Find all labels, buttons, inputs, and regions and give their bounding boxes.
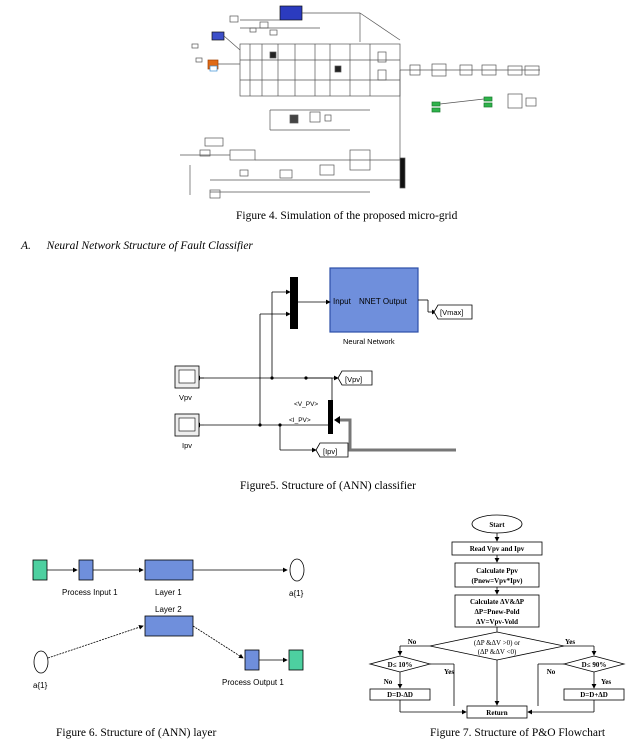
output-port-a1-label: a{1}	[289, 589, 304, 598]
bus-selector	[328, 400, 333, 434]
flow-right-decision-label: D≤ 90%	[582, 661, 607, 669]
section-heading: A. Neural Network Structure of Fault Cla…	[21, 240, 253, 252]
flow-left-action-label: D=D-ΔD	[387, 691, 413, 699]
ipv-goto-tag	[315, 442, 349, 458]
figure-7-po-flowchart: Start Read Vpv and Ipv Calculate Ppv (Pn…	[368, 514, 626, 719]
vpv-tag-label: [Vpv]	[345, 375, 362, 384]
process-input-label: Process Input 1	[62, 588, 118, 597]
ipv-tag-label: [Ipv]	[323, 447, 337, 456]
flow-calc-ppv-box	[454, 562, 540, 588]
flow-return-box	[466, 705, 528, 719]
figure-5-ann-classifier: Input NNET Output Neural Network [Vmax] …	[174, 267, 473, 458]
flow-calc-delta-title: Calculate ΔV&ΔP	[470, 598, 525, 606]
flow-calc-ppv-title: Calculate Ppv	[476, 567, 518, 575]
figure-4-simulation-diagram	[180, 5, 540, 199]
figure-6-ann-layer: Process Input 1 Layer 1 a{1} Layer 2 a{1…	[32, 558, 305, 690]
section-title: Neural Network Structure of Fault Classi…	[46, 240, 253, 252]
nn-input-port: Input	[333, 297, 352, 306]
vmax-goto-tag	[433, 304, 473, 320]
flow-calc-ppv-formula: (Pnew=Vpv*Ipv)	[471, 577, 523, 585]
process-input-block[interactable]	[78, 559, 94, 581]
layer-1-block[interactable]	[144, 559, 194, 581]
process-output-block[interactable]	[244, 649, 260, 671]
process-output-label: Process Output 1	[222, 678, 284, 687]
vmax-tag-label: [Vmax]	[440, 308, 463, 317]
flow-right-no: No	[547, 668, 556, 676]
flow-right-yes: Yes	[601, 678, 611, 686]
figure-6-caption: Figure 6. Structure of (ANN) layer	[56, 727, 217, 739]
flow-left-no: No	[384, 678, 393, 686]
vpv-scope-label: Vpv	[179, 393, 192, 402]
flow-right-action-label: D=D+ΔD	[580, 691, 608, 699]
flow-start-label: Start	[489, 521, 505, 529]
input-block[interactable]	[32, 559, 48, 581]
flow-main-yes: Yes	[565, 638, 575, 646]
flow-main-decision-line1: (ΔP &ΔV >0) or	[474, 639, 521, 647]
layer-2-block[interactable]	[144, 615, 194, 637]
flow-left-decision-label: D≤ 10%	[388, 661, 413, 669]
flow-main-no: No	[408, 638, 417, 646]
bus-signal-i: <I_PV>	[289, 417, 311, 424]
output-port-a1[interactable]	[289, 558, 305, 582]
flow-calc-delta-box	[454, 594, 540, 628]
nn-block-name: Neural Network	[343, 337, 395, 346]
figure-5-caption: Figure5. Structure of (ANN) classifier	[240, 480, 416, 492]
ipv-scope-label: Ipv	[182, 441, 192, 450]
output-block[interactable]	[288, 649, 304, 671]
mux-block-top	[290, 277, 298, 329]
flow-calc-delta-p: ΔP=Pnew-Pold	[475, 608, 520, 616]
figure-4-caption: Figure 4. Simulation of the proposed mic…	[236, 210, 458, 222]
flow-calc-delta-v: ΔV=Vpv-Vold	[476, 618, 518, 626]
flow-left-yes: Yes	[444, 668, 454, 676]
flow-read-label: Read Vpv and Ipv	[470, 545, 525, 553]
flow-main-decision-line2: (ΔP &ΔV <0)	[478, 648, 517, 656]
vpv-goto-tag	[337, 370, 373, 386]
input-port-a1[interactable]	[33, 650, 49, 674]
input-port-a1-label: a{1}	[33, 681, 48, 690]
section-label: A.	[21, 240, 31, 252]
figure-7-caption: Figure 7. Structure of P&O Flowchart	[430, 727, 606, 739]
bus-signal-v: <V_PV>	[294, 401, 318, 408]
flow-return-label: Return	[486, 709, 507, 717]
layer-1-label: Layer 1	[155, 588, 182, 597]
nn-output-port: NNET Output	[359, 297, 408, 306]
layer-2-label: Layer 2	[155, 605, 182, 614]
